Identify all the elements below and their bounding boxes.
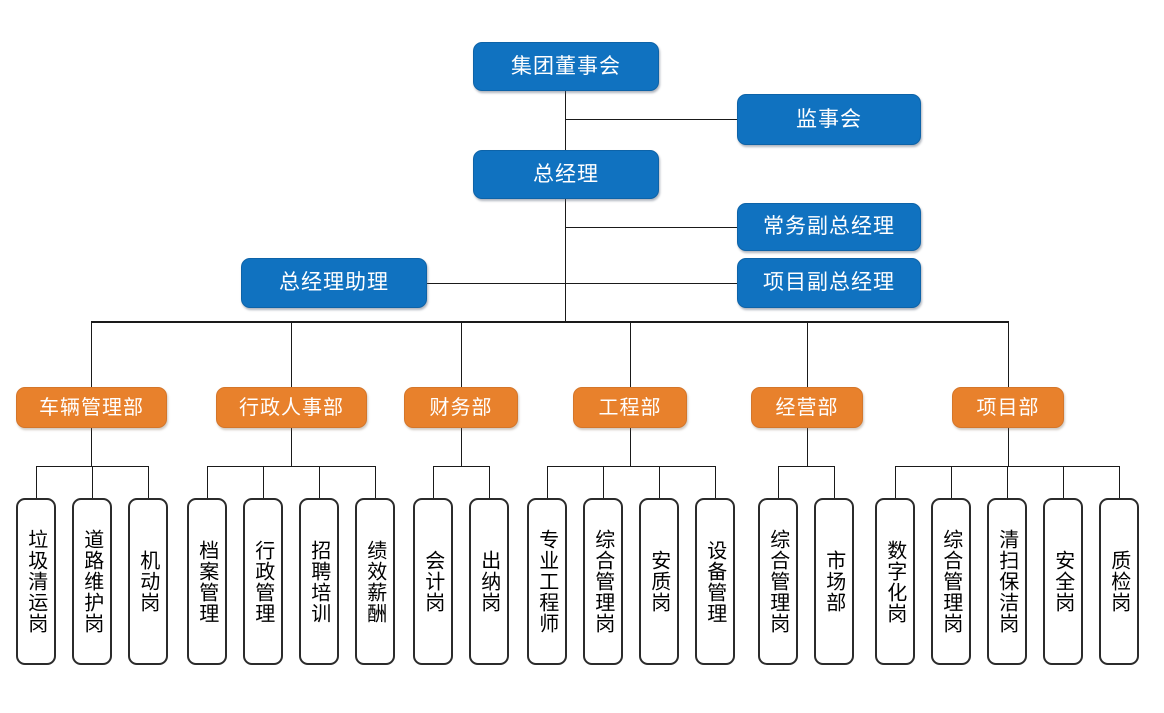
department-bus-line	[91, 321, 1009, 323]
leaf-position-label: 综合管理岗	[939, 529, 964, 634]
node-board[interactable]: 集团董事会	[473, 42, 659, 91]
node-department-vehicle-management[interactable]: 车辆管理部	[16, 387, 167, 428]
connector-leaf-0-1	[92, 466, 93, 498]
leaf-position-label: 档案管理	[195, 539, 220, 624]
connector-leaf-3-3	[715, 466, 716, 498]
node-department-finance[interactable]: 财务部	[404, 387, 518, 428]
leaf-position-box[interactable]: 会计岗	[413, 498, 453, 665]
connector-leaf-1-0	[207, 466, 208, 498]
connector-gm-to-project-vice	[565, 283, 738, 284]
connector-board-to-gm	[565, 90, 566, 151]
leaf-position-label: 道路维护岗	[80, 529, 105, 634]
connector-leaf-4-0	[778, 466, 779, 498]
leaf-position-label: 清扫保洁岗	[995, 529, 1020, 634]
connector-bus-to-dept-5	[1008, 321, 1009, 387]
leaf-position-label: 绩效薪酬	[363, 539, 388, 624]
connector-dept-3-stem	[630, 428, 631, 466]
leaf-position-box[interactable]: 质检岗	[1099, 498, 1139, 665]
node-gm-assistant[interactable]: 总经理助理	[241, 258, 427, 308]
connector-leaf-1-1	[263, 466, 264, 498]
connector-leaf-0-0	[36, 466, 37, 498]
leaf-position-box[interactable]: 招聘培训	[299, 498, 339, 665]
connector-dept-4-stem	[807, 428, 808, 466]
leaf-position-box[interactable]: 综合管理岗	[583, 498, 623, 665]
node-supervisory-board[interactable]: 监事会	[737, 94, 921, 145]
leaf-position-box[interactable]: 机动岗	[128, 498, 168, 665]
leaf-position-box[interactable]: 出纳岗	[469, 498, 509, 665]
sub-bus-dept-3	[547, 466, 715, 467]
leaf-position-box[interactable]: 市场部	[814, 498, 854, 665]
leaf-position-label: 垃圾清运岗	[24, 529, 49, 634]
connector-assistant-to-gm	[427, 283, 566, 284]
node-executive-vice-gm[interactable]: 常务副总经理	[737, 203, 921, 251]
leaf-position-label: 会计岗	[421, 550, 446, 613]
leaf-position-label: 专业工程师	[535, 529, 560, 634]
leaf-position-box[interactable]: 设备管理	[695, 498, 735, 665]
connector-bus-to-dept-1	[291, 321, 292, 387]
leaf-position-label: 安全岗	[1051, 550, 1076, 613]
connector-bus-to-dept-2	[461, 321, 462, 387]
node-department-admin-hr[interactable]: 行政人事部	[216, 387, 367, 428]
leaf-position-label: 数字化岗	[883, 539, 908, 624]
node-department-operations[interactable]: 经营部	[751, 387, 863, 428]
node-project-vice-gm[interactable]: 项目副总经理	[737, 258, 921, 308]
leaf-position-label: 出纳岗	[477, 550, 502, 613]
node-department-project[interactable]: 项目部	[952, 387, 1064, 428]
connector-leaf-5-4	[1119, 466, 1120, 498]
connector-leaf-3-0	[547, 466, 548, 498]
connector-gm-to-bus	[565, 198, 566, 321]
leaf-position-box[interactable]: 数字化岗	[875, 498, 915, 665]
connector-dept-1-stem	[291, 428, 292, 466]
node-department-engineering[interactable]: 工程部	[573, 387, 687, 428]
leaf-position-label: 安质岗	[647, 550, 672, 613]
leaf-position-box[interactable]: 垃圾清运岗	[16, 498, 56, 665]
connector-leaf-5-1	[951, 466, 952, 498]
leaf-position-box[interactable]: 综合管理岗	[758, 498, 798, 665]
leaf-position-label: 市场部	[822, 550, 847, 613]
leaf-position-box[interactable]: 档案管理	[187, 498, 227, 665]
connector-leaf-1-2	[319, 466, 320, 498]
connector-leaf-2-0	[433, 466, 434, 498]
leaf-position-label: 机动岗	[136, 550, 161, 613]
sub-bus-dept-1	[207, 466, 375, 467]
leaf-position-box[interactable]: 安质岗	[639, 498, 679, 665]
connector-gm-to-exec-vice	[565, 227, 738, 228]
connector-dept-5-stem	[1008, 428, 1009, 466]
leaf-position-label: 综合管理岗	[766, 529, 791, 634]
leaf-position-label: 招聘培训	[307, 539, 332, 624]
leaf-position-label: 行政管理	[251, 539, 276, 624]
leaf-position-box[interactable]: 安全岗	[1043, 498, 1083, 665]
connector-leaf-0-2	[148, 466, 149, 498]
connector-leaf-5-2	[1007, 466, 1008, 498]
leaf-position-label: 质检岗	[1107, 550, 1132, 613]
connector-leaf-4-1	[834, 466, 835, 498]
connector-leaf-2-1	[489, 466, 490, 498]
leaf-position-box[interactable]: 行政管理	[243, 498, 283, 665]
connector-board-to-supervisory	[565, 119, 738, 120]
connector-leaf-1-3	[375, 466, 376, 498]
connector-leaf-3-1	[603, 466, 604, 498]
node-general-manager[interactable]: 总经理	[473, 150, 659, 199]
leaf-position-box[interactable]: 专业工程师	[527, 498, 567, 665]
connector-dept-0-stem	[91, 428, 92, 466]
sub-bus-dept-4	[778, 466, 834, 467]
leaf-position-label: 设备管理	[703, 539, 728, 624]
connector-bus-to-dept-0	[91, 321, 92, 387]
leaf-position-box[interactable]: 道路维护岗	[72, 498, 112, 665]
leaf-position-box[interactable]: 绩效薪酬	[355, 498, 395, 665]
connector-dept-2-stem	[461, 428, 462, 466]
connector-bus-to-dept-3	[630, 321, 631, 387]
sub-bus-dept-2	[433, 466, 489, 467]
leaf-position-box[interactable]: 综合管理岗	[931, 498, 971, 665]
connector-leaf-5-0	[895, 466, 896, 498]
connector-bus-to-dept-4	[807, 321, 808, 387]
leaf-position-box[interactable]: 清扫保洁岗	[987, 498, 1027, 665]
connector-leaf-5-3	[1063, 466, 1064, 498]
connector-leaf-3-2	[659, 466, 660, 498]
leaf-position-label: 综合管理岗	[591, 529, 616, 634]
